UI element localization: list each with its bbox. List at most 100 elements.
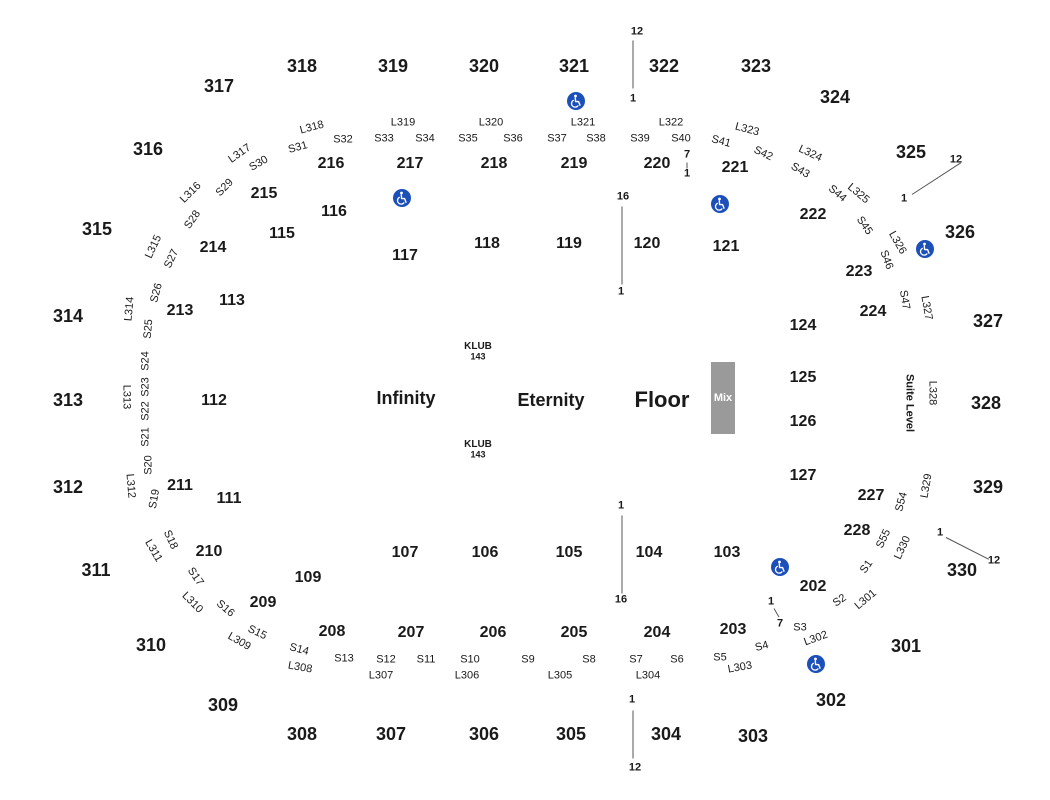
section-105[interactable]: 105 (555, 544, 583, 561)
section-117[interactable]: 117 (392, 247, 418, 264)
section-224[interactable]: 224 (859, 303, 887, 320)
section-s8[interactable]: S8 (582, 653, 596, 666)
section-325[interactable]: 325 (895, 142, 927, 162)
section-l321[interactable]: L321 (570, 116, 596, 129)
section-103[interactable]: 103 (713, 544, 741, 561)
section-s34[interactable]: S34 (415, 132, 435, 145)
section-s18[interactable]: S18 (160, 528, 181, 552)
section-111[interactable]: 111 (216, 490, 242, 507)
section-l314[interactable]: L314 (122, 296, 137, 322)
section-s47[interactable]: S47 (896, 289, 913, 311)
section-l303[interactable]: L303 (726, 659, 754, 676)
section-106[interactable]: 106 (471, 544, 499, 561)
section-207[interactable]: 207 (397, 624, 425, 641)
section-221[interactable]: 221 (721, 159, 749, 176)
section-202[interactable]: 202 (799, 578, 827, 595)
section-315[interactable]: 315 (81, 219, 113, 239)
section-326[interactable]: 326 (944, 222, 976, 242)
section-s39[interactable]: S39 (630, 132, 650, 145)
section-l316[interactable]: L316 (177, 179, 204, 206)
section-l304[interactable]: L304 (635, 669, 661, 682)
section-l308[interactable]: L308 (286, 659, 314, 676)
section-l318[interactable]: L318 (298, 118, 326, 137)
section-s29[interactable]: S29 (213, 176, 236, 199)
section-213[interactable]: 213 (166, 302, 194, 319)
section-206[interactable]: 206 (479, 624, 507, 641)
section-322[interactable]: 322 (648, 56, 680, 76)
section-211[interactable]: 211 (167, 477, 193, 494)
section-316[interactable]: 316 (132, 139, 164, 159)
section-l330[interactable]: L330 (891, 534, 914, 562)
section-125[interactable]: 125 (789, 369, 817, 386)
section-s21[interactable]: S21 (139, 427, 152, 447)
klub-top-label[interactable]: KLUB (464, 341, 492, 352)
section-s1[interactable]: S1 (857, 557, 876, 576)
section-323[interactable]: 323 (740, 56, 772, 76)
section-327[interactable]: 327 (972, 311, 1004, 331)
section-l311[interactable]: L311 (142, 537, 165, 564)
section-208[interactable]: 208 (318, 623, 346, 640)
section-s41[interactable]: S41 (710, 133, 733, 150)
section-l312[interactable]: L312 (123, 473, 138, 499)
section-222[interactable]: 222 (799, 206, 827, 223)
section-s36[interactable]: S36 (503, 132, 523, 145)
section-320[interactable]: 320 (468, 56, 500, 76)
section-309[interactable]: 309 (207, 695, 239, 715)
section-s24[interactable]: S24 (139, 351, 152, 371)
section-219[interactable]: 219 (560, 155, 588, 172)
section-l329[interactable]: L329 (918, 472, 935, 500)
section-l328[interactable]: L328 (926, 380, 939, 406)
section-l305[interactable]: L305 (547, 669, 573, 682)
section-s31[interactable]: S31 (286, 139, 309, 156)
section-205[interactable]: 205 (560, 624, 588, 641)
section-s14[interactable]: S14 (288, 641, 311, 658)
section-l315[interactable]: L315 (142, 233, 165, 261)
section-318[interactable]: 318 (286, 56, 318, 76)
zone-floor[interactable]: Floor (634, 387, 690, 412)
section-113[interactable]: 113 (219, 292, 245, 309)
section-227[interactable]: 227 (857, 487, 885, 504)
section-127[interactable]: 127 (789, 467, 817, 484)
section-330[interactable]: 330 (946, 560, 978, 580)
section-l320[interactable]: L320 (478, 116, 504, 129)
section-l319[interactable]: L319 (390, 116, 416, 129)
section-s46[interactable]: S46 (877, 248, 896, 272)
section-311[interactable]: 311 (81, 560, 111, 580)
section-s11[interactable]: S11 (416, 653, 436, 666)
klub-bottom-label[interactable]: KLUB (464, 439, 492, 450)
section-124[interactable]: 124 (789, 317, 817, 334)
section-s28[interactable]: S28 (182, 208, 204, 232)
section-317[interactable]: 317 (203, 76, 235, 96)
section-126[interactable]: 126 (789, 413, 817, 430)
section-301[interactable]: 301 (890, 636, 922, 656)
section-l307[interactable]: L307 (368, 669, 394, 682)
section-314[interactable]: 314 (52, 306, 84, 326)
section-l301[interactable]: L301 (852, 587, 879, 613)
section-220[interactable]: 220 (643, 155, 671, 172)
section-s10[interactable]: S10 (460, 653, 480, 666)
section-s16[interactable]: S16 (213, 597, 237, 620)
section-s12[interactable]: S12 (376, 653, 396, 666)
section-s40[interactable]: S40 (671, 132, 691, 145)
section-216[interactable]: 216 (317, 155, 345, 172)
section-s3[interactable]: S3 (793, 621, 807, 634)
section-s7[interactable]: S7 (629, 653, 643, 666)
section-s27[interactable]: S27 (161, 247, 182, 271)
section-109[interactable]: 109 (294, 569, 322, 586)
section-120[interactable]: 120 (633, 235, 661, 252)
zone-eternity[interactable]: Eternity (517, 390, 585, 410)
section-204[interactable]: 204 (643, 624, 671, 641)
section-s45[interactable]: S45 (853, 214, 875, 238)
section-s33[interactable]: S33 (374, 132, 394, 145)
section-304[interactable]: 304 (650, 724, 682, 744)
section-s20[interactable]: S20 (142, 455, 155, 475)
section-s6[interactable]: S6 (670, 653, 684, 666)
section-214[interactable]: 214 (199, 239, 227, 256)
section-l306[interactable]: L306 (454, 669, 480, 682)
section-228[interactable]: 228 (843, 522, 871, 539)
section-215[interactable]: 215 (250, 185, 278, 202)
section-l310[interactable]: L310 (179, 589, 206, 616)
section-121[interactable]: 121 (712, 238, 740, 255)
section-310[interactable]: 310 (135, 635, 167, 655)
section-203[interactable]: 203 (719, 621, 747, 638)
